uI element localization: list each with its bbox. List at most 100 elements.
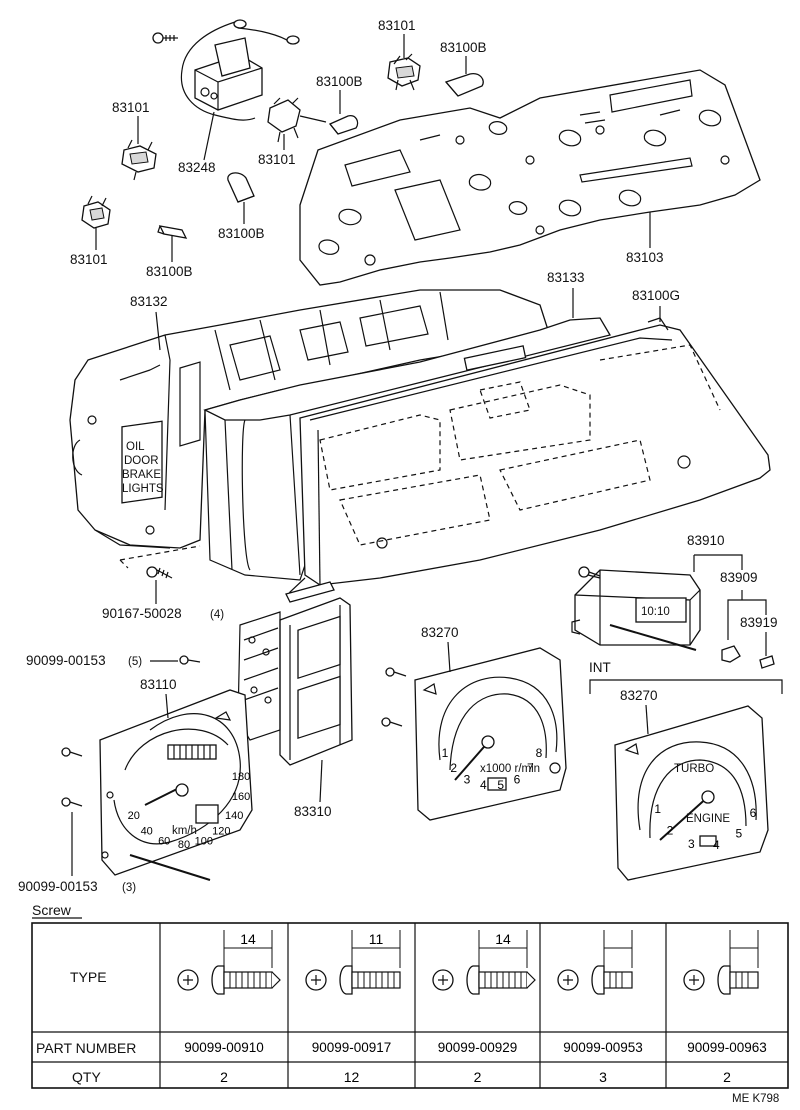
label-83270-int: 83270 [620, 688, 658, 703]
speedo-tick-120: 120 [212, 825, 230, 837]
label-83910: 83910 [687, 533, 725, 548]
bulb-83100b-top-icon [444, 73, 484, 97]
screw-qty: 3 [599, 1069, 607, 1085]
clock-screw-icon [578, 566, 601, 578]
screw-length-label: 11 [369, 931, 384, 947]
screw-length-label: 14 [240, 931, 256, 947]
label-90099-00153-top-qty: (5) [128, 656, 142, 668]
label-83909: 83909 [720, 570, 758, 585]
bulb-83909-icon [721, 645, 741, 663]
clock-83910-icon: 10:10 [571, 569, 701, 651]
tach-tick-6: 6 [514, 772, 521, 786]
speedo-tick-80: 80 [178, 839, 190, 851]
dimension-bracket [478, 930, 528, 968]
socket-83919-icon [759, 655, 775, 669]
engine-label: ENGINE [686, 813, 730, 825]
tach-tick-3: 3 [464, 772, 471, 786]
gauge-assembly-83310-icon [237, 581, 353, 766]
tach-tick-5: 5 [497, 778, 504, 792]
int-tach-tick-2: 2 [667, 824, 674, 838]
bulb-83100b-mid-icon [328, 115, 359, 135]
speedo-tick-160: 160 [232, 791, 250, 803]
screw-part-number: 90099-00929 [438, 1040, 518, 1055]
label-83101-small: 83101 [70, 252, 108, 267]
label-83270: 83270 [421, 625, 459, 640]
label-83110: 83110 [140, 677, 177, 692]
label-83100b-mid: 83100B [316, 74, 363, 89]
part-number-row-header: PART NUMBER [36, 1040, 136, 1056]
tachometer-83270-icon [414, 647, 567, 821]
int-tach-tick-5: 5 [735, 827, 742, 841]
label-83100b-top: 83100B [440, 40, 487, 55]
speed-unit-label: km/h [172, 825, 197, 837]
printed-circuit-board-83103 [299, 69, 761, 286]
speedo-tick-100: 100 [195, 836, 213, 848]
screw-side-view-icon [591, 965, 633, 995]
int-tach-tick-6: 6 [750, 806, 757, 820]
label-83100g: 83100G [632, 288, 680, 303]
screw-side-view-icon [466, 965, 536, 995]
screw-side-view-icon [339, 965, 401, 995]
speedo-tick-60: 60 [158, 836, 170, 848]
tach-tick-8: 8 [536, 746, 543, 760]
screw-side-view-icon [717, 965, 759, 995]
socket-83101-top-icon [387, 53, 421, 91]
wedge-bulb-83100b-icon [157, 225, 188, 239]
tach-tick-1: 1 [442, 746, 449, 760]
label-90167-qty: (4) [210, 609, 224, 621]
label-83310: 83310 [294, 804, 332, 819]
label-83248: 83248 [178, 160, 216, 175]
socket-83101-mid-icon [267, 97, 327, 143]
screw-part-number: 90099-00917 [312, 1040, 392, 1055]
screw-90167-icon [146, 566, 173, 579]
int-tach-tick-4: 4 [713, 838, 720, 852]
tach-tick-2: 2 [450, 761, 457, 775]
label-90099-00153-top: 90099-00153 [26, 653, 106, 668]
label-int: INT [589, 660, 611, 675]
screw-length-label: 14 [495, 931, 511, 947]
screw-qty: 2 [220, 1069, 228, 1085]
dimension-bracket [603, 930, 633, 968]
screw-speedo-upper-icon [61, 747, 83, 757]
screw-column-1: 14 90099-00910 2 [177, 930, 281, 1085]
diagram-code: ME K798 [732, 1093, 779, 1105]
screw-qty: 2 [474, 1069, 482, 1085]
glass-lens-83100g [288, 317, 771, 597]
int-tach-tick-3: 3 [688, 837, 695, 851]
clock-display: 10:10 [641, 606, 670, 618]
screw-qty: 12 [344, 1069, 360, 1085]
dimension-bracket [223, 930, 273, 968]
speedo-tick-140: 140 [225, 810, 243, 822]
label-83132: 83132 [130, 294, 168, 309]
label-83101-mid: 83101 [258, 152, 296, 167]
label-83919: 83919 [740, 615, 778, 630]
label-83101-top: 83101 [378, 18, 416, 33]
screw-column-3: 14 90099-00929 2 [432, 930, 536, 1085]
screw-90099-00153-top-icon [179, 655, 201, 665]
small-screw-icon [152, 32, 178, 44]
screw-part-number: 90099-00910 [184, 1040, 264, 1055]
speedo-tick-180: 180 [232, 771, 250, 783]
screw-column-2: 11 90099-00917 12 [305, 930, 401, 1085]
screw-tach-upper-icon [385, 667, 407, 677]
buzzer-83248-icon [180, 19, 300, 121]
lights-indicator-label: LIGHTS [122, 483, 164, 495]
label-83133: 83133 [547, 270, 585, 285]
tach-tick-4: 4 [480, 778, 487, 792]
screw-part-number: 90099-00953 [563, 1040, 643, 1055]
brake-indicator-label: BRAKE [122, 469, 161, 481]
tach-unit-label: x1000 r/min [480, 763, 540, 775]
screw-part-number: 90099-00963 [687, 1040, 767, 1055]
label-90099-00153-bottom-qty: (3) [122, 882, 136, 894]
label-90167-50028: 90167-50028 [102, 606, 182, 621]
screw-speedo-lower-icon [61, 797, 83, 807]
dimension-bracket [351, 930, 401, 968]
screw-side-view-icon [211, 965, 281, 995]
screw-table-title: Screw [32, 902, 72, 918]
label-83100b-wedge: 83100B [146, 264, 193, 279]
screw-qty: 2 [723, 1069, 731, 1085]
dimension-bracket [729, 930, 759, 968]
oil-indicator-label: OIL [126, 441, 145, 453]
